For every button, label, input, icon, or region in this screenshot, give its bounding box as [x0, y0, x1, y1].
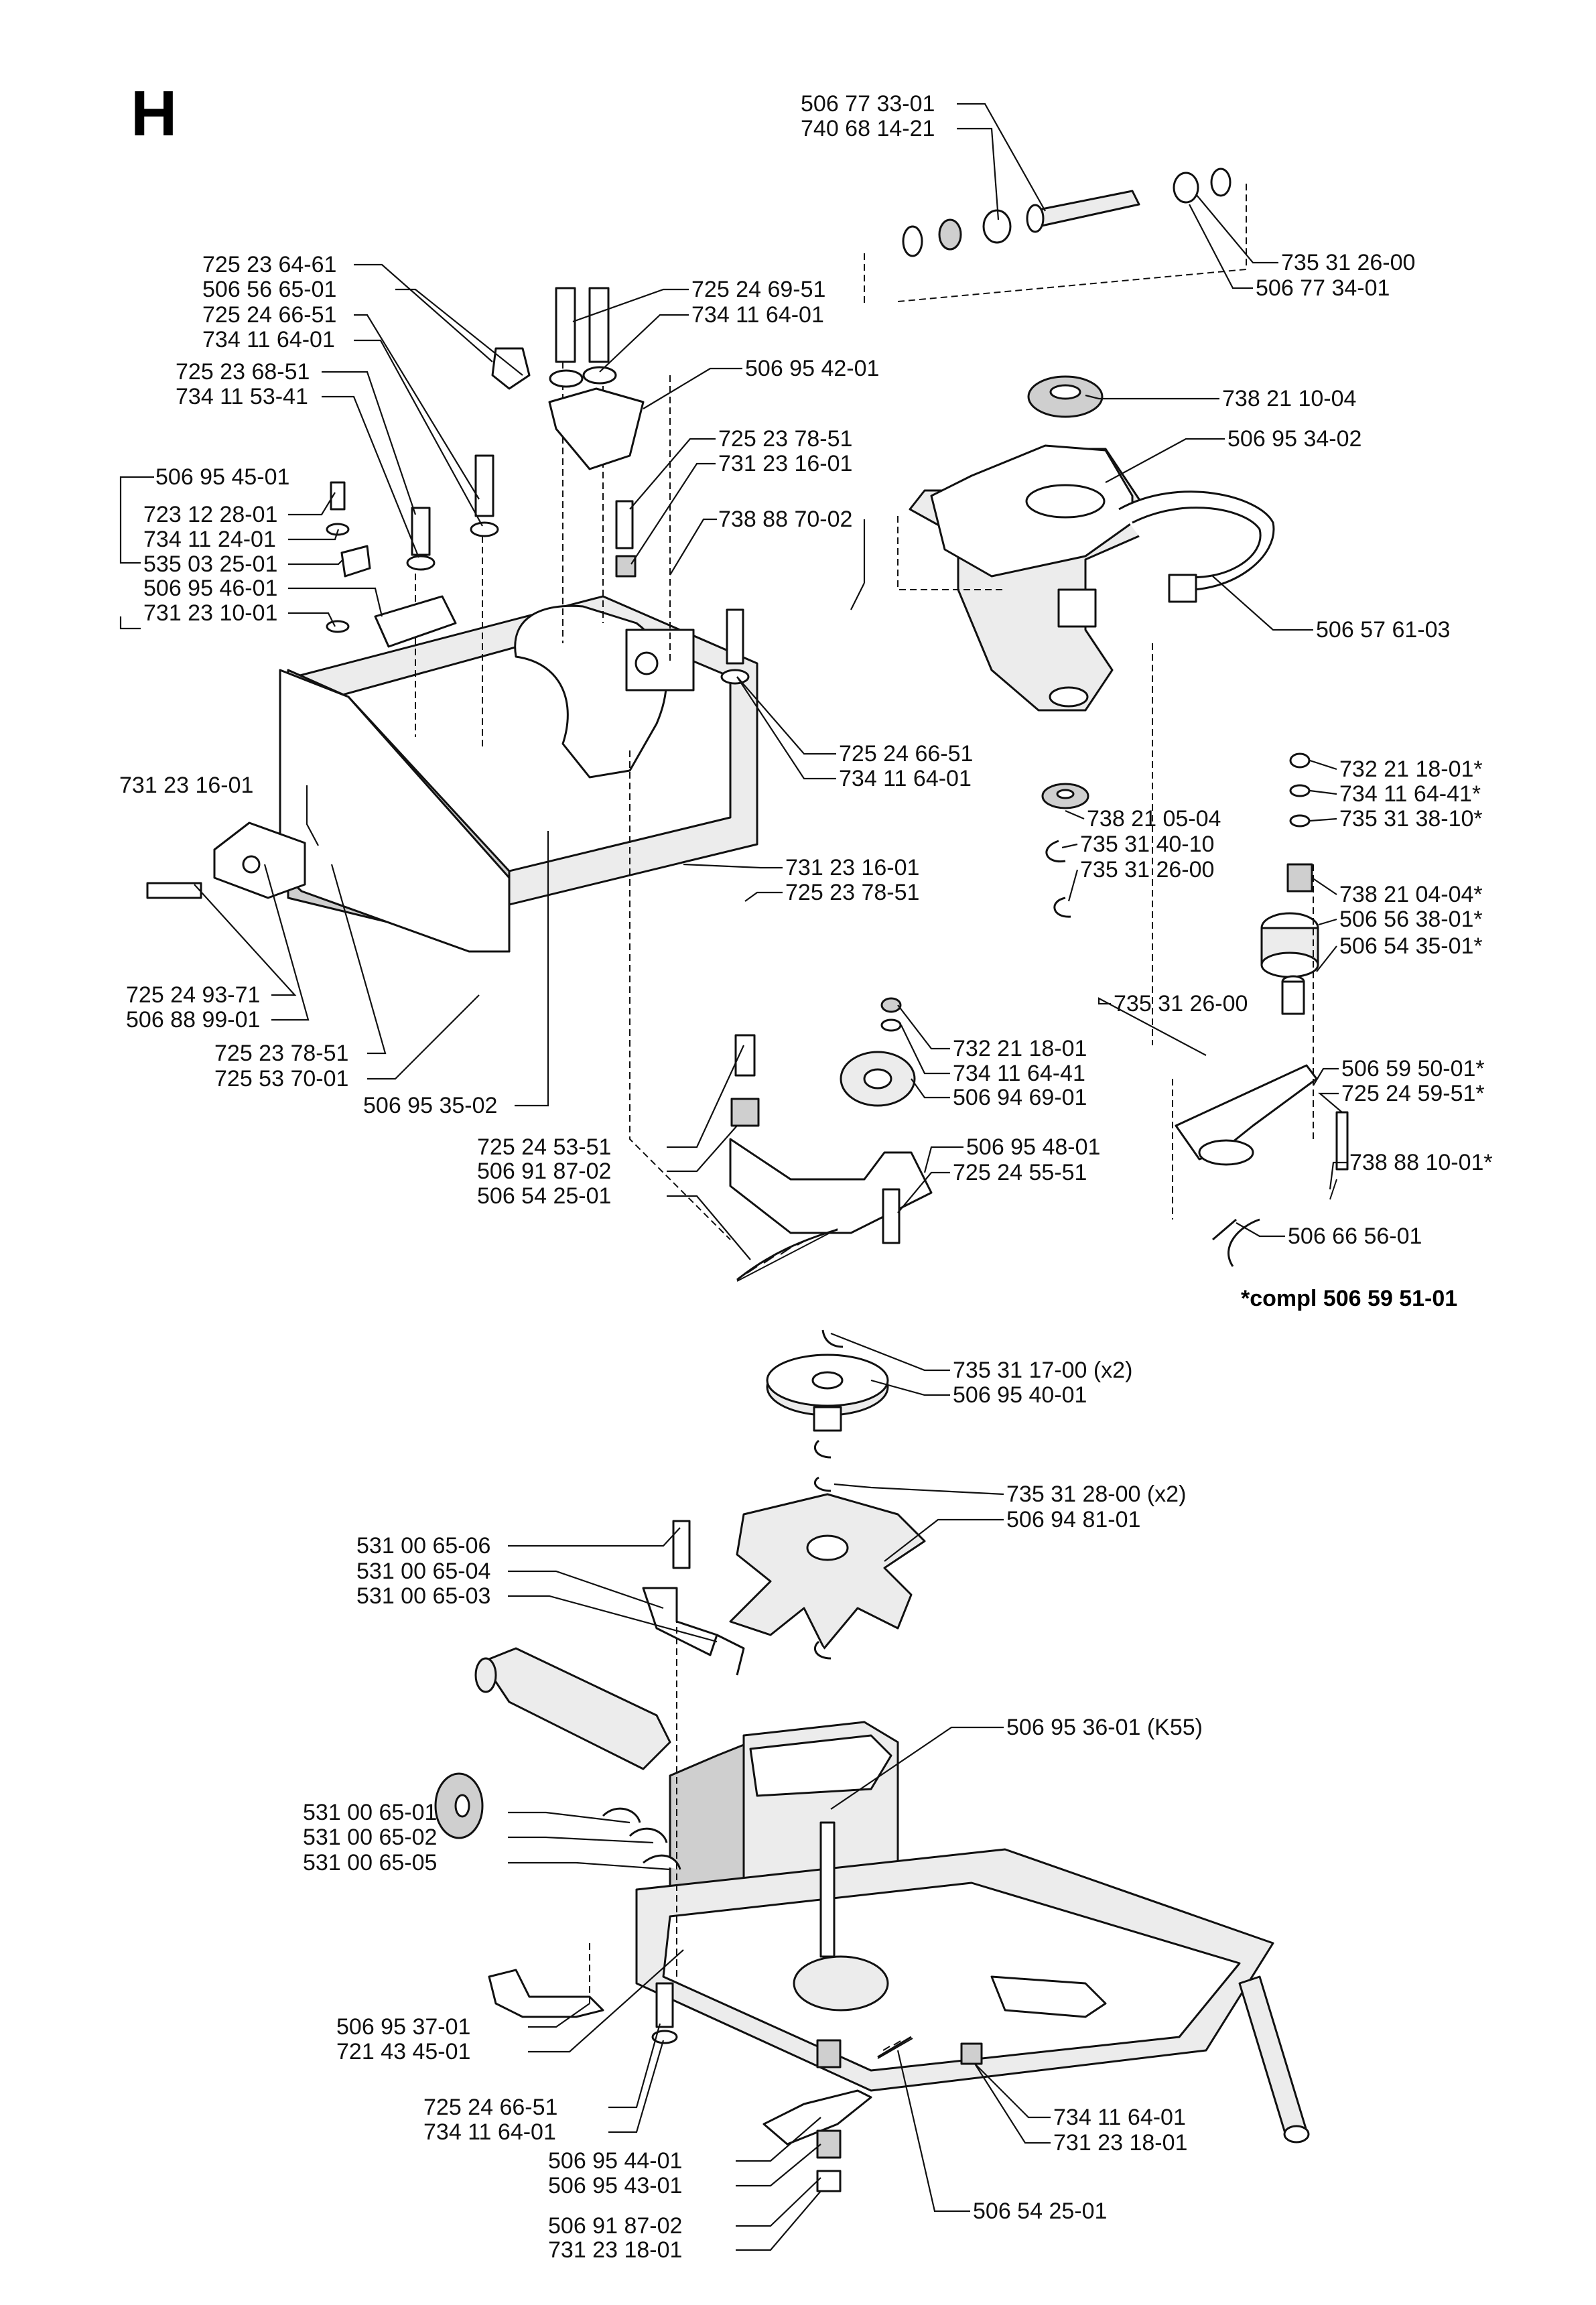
shaft-assembly-drawing	[864, 168, 1247, 303]
part-label: 734 11 64-01	[1053, 2105, 1186, 2130]
part-label: 731 23 10-01	[143, 600, 277, 626]
part-label: 506 95 36-01 (K55)	[1006, 1715, 1203, 1740]
part-label: 506 66 56-01	[1288, 1224, 1422, 1249]
part-label: 734 11 64-41*	[1339, 781, 1481, 807]
part-label: 735 31 40-10	[1080, 832, 1214, 857]
part-label: 735 31 38-10*	[1339, 806, 1483, 832]
kit-footnote: *compl 506 59 51-01	[1241, 1286, 1457, 1311]
part-label: 734 11 53-41	[176, 384, 308, 409]
part-label: 734 11 64-01	[202, 327, 335, 352]
part-label: 734 11 24-01	[143, 527, 276, 552]
part-label: 738 88 70-02	[718, 507, 852, 532]
part-label: 506 95 37-01	[336, 2014, 470, 2040]
part-label: 725 24 53-51	[477, 1134, 611, 1160]
part-label: 506 54 25-01	[973, 2198, 1107, 2224]
part-label: 731 23 16-01	[785, 855, 919, 880]
part-label: 506 54 25-01	[477, 1183, 611, 1209]
part-label: 535 03 25-01	[143, 551, 277, 577]
part-label: 506 95 43-01	[548, 2173, 682, 2198]
part-label: 725 23 78-51	[718, 426, 852, 452]
part-label: 531 00 65-06	[356, 1533, 490, 1559]
leader-lines	[119, 103, 1347, 2251]
part-label: 735 31 28-00 (x2)	[1006, 1481, 1186, 1507]
part-label: 740 68 14-21	[801, 116, 935, 141]
part-label: 506 91 87-02	[548, 2213, 682, 2239]
part-label: 506 59 50-01*	[1341, 1056, 1485, 1081]
part-label: 734 11 64-01	[423, 2119, 556, 2145]
part-label: 531 00 65-01	[303, 1800, 437, 1825]
part-drawings	[146, 168, 1349, 2192]
part-label: 731 23 18-01	[1053, 2130, 1187, 2156]
part-label: 725 24 93-71	[126, 982, 260, 1008]
part-label: 731 23 16-01	[119, 773, 253, 798]
part-label: 725 24 55-51	[953, 1160, 1087, 1185]
part-label: 506 57 61-03	[1316, 617, 1450, 643]
part-label: 531 00 65-05	[303, 1850, 437, 1875]
hardware-upper-left-drawing	[326, 287, 750, 685]
part-label: 725 24 66-51	[839, 741, 973, 767]
part-label: 506 94 81-01	[1006, 1507, 1140, 1532]
part-label: 506 56 65-01	[202, 277, 336, 302]
part-label: 738 21 04-04*	[1339, 882, 1483, 907]
part-label: 506 95 34-02	[1227, 426, 1361, 452]
part-label: 506 56 38-01*	[1339, 907, 1483, 932]
idler-pulley-drawing	[729, 997, 1260, 1282]
frame-drawing	[146, 362, 758, 1240]
part-label: 734 11 64-01	[839, 766, 972, 791]
part-label: 506 77 33-01	[801, 91, 935, 117]
part-label: 723 12 28-01	[143, 502, 277, 527]
part-label: 735 31 26-00	[1114, 991, 1248, 1016]
part-label: 735 31 26-00	[1080, 857, 1214, 882]
part-label: 734 11 64-41	[953, 1061, 1085, 1086]
part-label: 725 23 78-51	[785, 880, 919, 905]
part-label: 738 88 10-01*	[1349, 1150, 1493, 1175]
part-label: 725 23 64-61	[202, 252, 336, 277]
part-label: 531 00 65-02	[303, 1825, 437, 1850]
part-label: 725 24 69-51	[691, 277, 825, 302]
housing-drawing	[897, 375, 1275, 712]
part-label: 506 95 44-01	[548, 2148, 682, 2174]
part-label: 506 95 35-02	[363, 1093, 497, 1118]
part-label: 735 31 26-00	[1281, 250, 1415, 275]
part-label: 732 21 18-01	[953, 1036, 1087, 1061]
part-label: 506 95 42-01	[745, 356, 879, 381]
part-label: 531 00 65-04	[356, 1559, 490, 1584]
part-label: 725 24 66-51	[202, 302, 336, 328]
part-label: 725 23 68-51	[176, 359, 310, 385]
right-lever-assembly-drawing	[1041, 643, 1349, 1241]
part-label: 506 88 99-01	[126, 1007, 260, 1033]
part-label: 506 91 87-02	[477, 1159, 611, 1184]
part-label: 731 23 18-01	[548, 2237, 682, 2263]
part-label: 506 77 34-01	[1256, 275, 1390, 301]
part-label: 738 21 10-04	[1222, 386, 1356, 411]
part-labels: 506 77 33-01 740 68 14-21 735 31 26-00 5…	[119, 91, 1493, 2263]
part-label: 506 95 45-01	[155, 464, 289, 490]
part-label: 506 95 46-01	[143, 576, 277, 601]
part-label: 725 53 70-01	[214, 1066, 348, 1092]
part-label: 506 94 69-01	[953, 1085, 1087, 1110]
transaxle-drawing	[434, 1329, 1310, 2192]
part-label: 734 11 64-01	[691, 302, 824, 328]
part-label: 531 00 65-03	[356, 1583, 490, 1609]
section-letter: H	[131, 78, 177, 149]
part-label: 506 95 48-01	[966, 1134, 1100, 1160]
part-label: 725 24 66-51	[423, 2095, 557, 2120]
part-label: 738 21 05-04	[1087, 806, 1221, 832]
part-label: 731 23 16-01	[718, 451, 852, 476]
part-label: 506 54 35-01*	[1339, 933, 1483, 959]
part-label: 506 95 40-01	[953, 1382, 1087, 1408]
part-label: 725 24 59-51*	[1341, 1081, 1485, 1106]
part-label: 721 43 45-01	[336, 2039, 470, 2064]
part-label: 732 21 18-01*	[1339, 756, 1483, 782]
part-label: 735 31 17-00 (x2)	[953, 1358, 1132, 1383]
part-label: 725 23 78-51	[214, 1041, 348, 1066]
